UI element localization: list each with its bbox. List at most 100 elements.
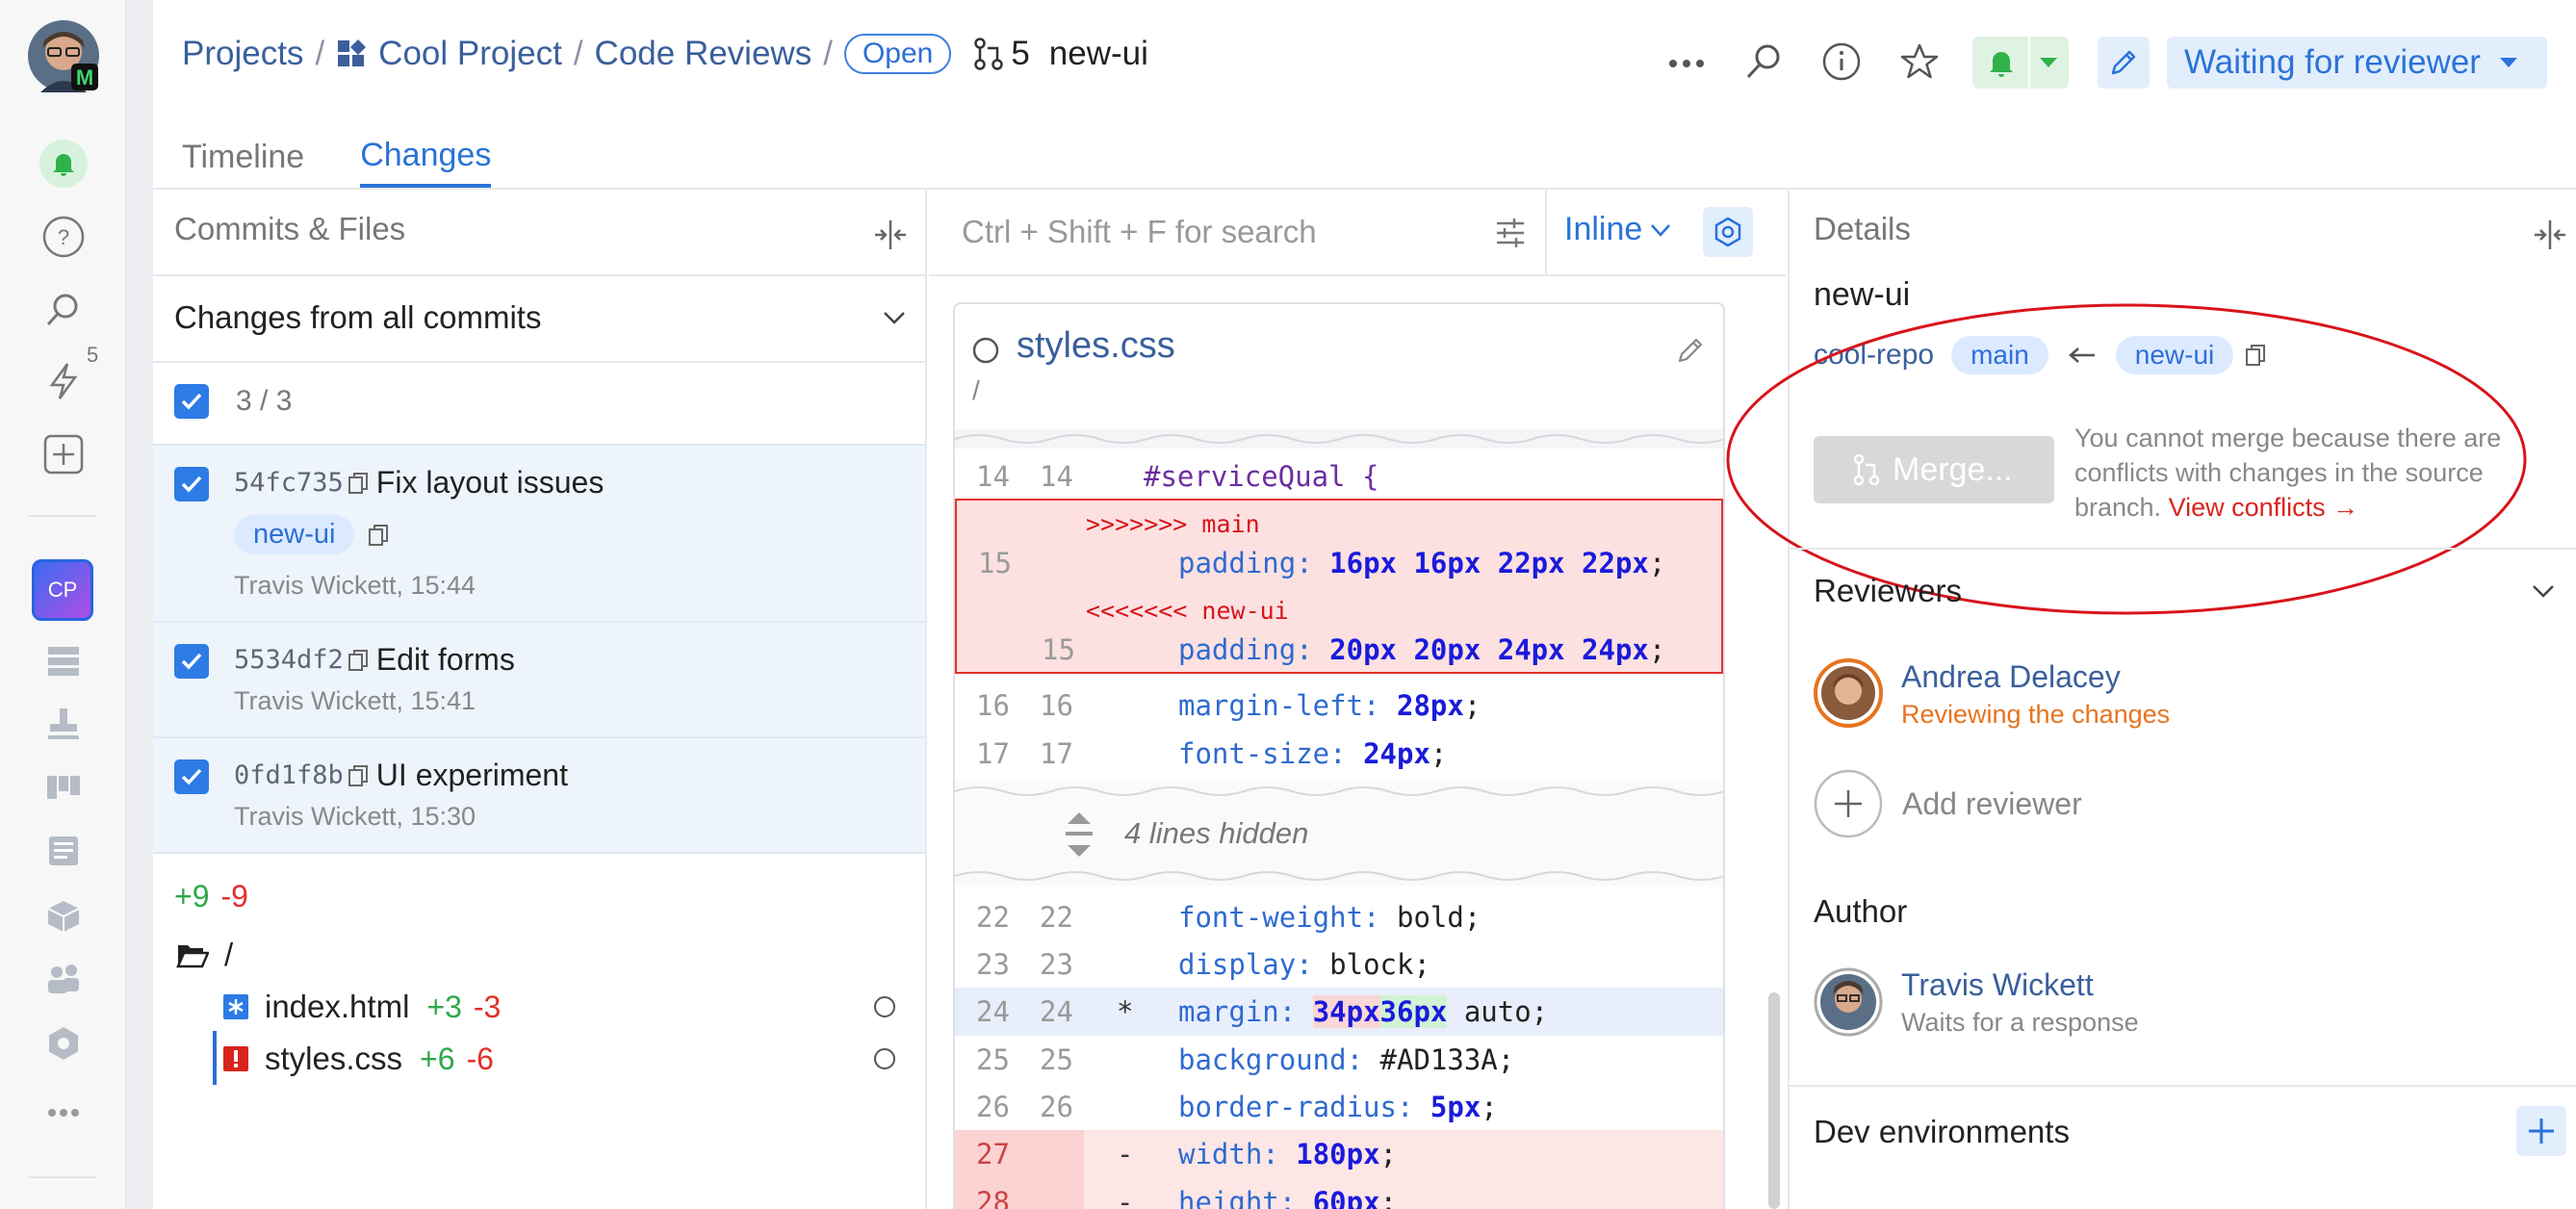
- author-avatar[interactable]: [1814, 967, 1883, 1037]
- select-all-row: 3 / 3: [174, 384, 292, 419]
- view-mode-select[interactable]: Inline: [1564, 211, 1671, 248]
- status-dropdown[interactable]: Waiting for reviewer: [2167, 37, 2547, 89]
- add-icon: [1814, 769, 1883, 838]
- source-branch-pill[interactable]: new-ui: [2115, 336, 2234, 374]
- team-icon[interactable]: [35, 951, 92, 1009]
- diff-line: 23 23 display: block;: [976, 948, 1430, 981]
- commits-files-panel: Commits & Files Changes from all commits…: [153, 190, 927, 1209]
- chevron-down-icon: [1651, 223, 1671, 237]
- commit-checkbox[interactable]: [174, 644, 209, 679]
- hidden-lines-row[interactable]: 4 lines hidden: [955, 782, 1723, 886]
- info-icon[interactable]: [1820, 40, 1863, 83]
- commit-row[interactable]: 5534df2 Edit forms Travis Wickett, 15:41: [153, 621, 925, 736]
- view-conflicts-link[interactable]: View conflicts →: [2168, 493, 2359, 522]
- copy-icon[interactable]: [348, 649, 369, 672]
- more-actions-icon[interactable]: [1665, 46, 1708, 81]
- board-icon[interactable]: [35, 759, 92, 816]
- tab-changes[interactable]: Changes: [360, 137, 492, 188]
- file-added: +3: [426, 989, 462, 1024]
- copy-icon[interactable]: [2245, 344, 2266, 367]
- diff-settings-button[interactable]: [1703, 207, 1753, 257]
- search-icon[interactable]: [35, 281, 92, 339]
- chevron-down-icon: [2533, 585, 2554, 598]
- diff-scrollbar[interactable]: [1768, 992, 1780, 1209]
- branch-row: cool-repo main new-ui: [1814, 336, 2266, 374]
- commit-checkbox[interactable]: [174, 759, 209, 794]
- commit-title: Fix layout issues: [375, 465, 605, 500]
- notification-toggle[interactable]: [1972, 37, 2069, 89]
- file-review-status-icon[interactable]: [972, 337, 999, 364]
- bell-icon: [1990, 52, 2013, 77]
- file-row[interactable]: index.html +3 -3: [222, 989, 896, 1025]
- copy-icon[interactable]: [368, 524, 389, 547]
- hidden-lines-label: 4 lines hidden: [1124, 816, 1309, 850]
- folder-row[interactable]: /: [176, 937, 233, 973]
- filter-settings-icon[interactable]: [1495, 217, 1526, 249]
- conflict-block[interactable]: >>>>>>> main 15 padding: 16px 16px 22px …: [955, 499, 1723, 674]
- breadcrumb-project[interactable]: Cool Project: [378, 35, 562, 72]
- expand-icon[interactable]: [1063, 810, 1095, 859]
- breadcrumb-projects[interactable]: Projects: [182, 35, 304, 72]
- add-dev-environment-button[interactable]: [2516, 1106, 2566, 1156]
- collapse-panel-icon[interactable]: [871, 219, 910, 251]
- branch-pill[interactable]: new-ui: [234, 515, 355, 554]
- breadcrumb: Projects / Cool Project / Code Reviews /…: [182, 34, 1148, 74]
- project-initials: CP: [32, 559, 93, 621]
- star-icon[interactable]: [1898, 40, 1941, 83]
- target-branch-pill[interactable]: main: [1951, 336, 2048, 374]
- reviewer-avatar[interactable]: [1814, 658, 1883, 728]
- file-name-heading[interactable]: styles.css: [1017, 325, 1175, 366]
- author-name[interactable]: Travis Wickett: [1901, 967, 2094, 1002]
- dev-environments-title: Dev environments: [1814, 1114, 2070, 1149]
- tab-timeline[interactable]: Timeline: [182, 138, 305, 175]
- select-all-checkbox[interactable]: [174, 384, 209, 419]
- commit-row[interactable]: 0fd1f8b UI experiment Travis Wickett, 15…: [153, 736, 925, 854]
- breadcrumb-code-reviews[interactable]: Code Reviews: [594, 35, 812, 72]
- packages-icon[interactable]: [35, 887, 92, 945]
- search-icon[interactable]: [1742, 40, 1785, 83]
- diff-search-input[interactable]: Ctrl + Shift + F for search: [962, 214, 1317, 249]
- project-avatar[interactable]: CP: [31, 558, 94, 622]
- edit-file-icon[interactable]: [1675, 335, 1706, 366]
- commit-row[interactable]: 54fc735 Fix layout issues new-ui Travis …: [153, 444, 925, 621]
- selected-file-indicator: [213, 1031, 217, 1085]
- arrow-left-icon: [2068, 347, 2095, 363]
- commit-title: Edit forms: [375, 642, 515, 677]
- merge-request-icon: [974, 38, 1004, 70]
- file-name: index.html: [265, 989, 410, 1024]
- add-reviewer-button[interactable]: Add reviewer: [1814, 769, 2082, 838]
- plus-icon: [2529, 1119, 2554, 1144]
- more-icon[interactable]: [35, 1084, 92, 1142]
- file-name: styles.css: [265, 1041, 403, 1076]
- author-title: Author: [1814, 893, 1908, 929]
- reviewer-name[interactable]: Andrea Delacey: [1901, 659, 2121, 694]
- user-avatar[interactable]: M: [27, 19, 100, 92]
- file-row[interactable]: styles.css +6 -6: [222, 1041, 896, 1077]
- add-icon[interactable]: [35, 425, 92, 483]
- hunk-separator: [955, 429, 1723, 449]
- changes-scope-select[interactable]: Changes from all commits: [174, 294, 906, 342]
- copy-icon[interactable]: [348, 472, 369, 495]
- collapse-panel-icon[interactable]: [2531, 219, 2569, 251]
- copy-icon[interactable]: [348, 764, 369, 787]
- commit-hash: 5534df2: [234, 645, 344, 675]
- commit-hash: 0fd1f8b: [234, 760, 344, 790]
- storage-icon[interactable]: [35, 631, 92, 689]
- edit-button[interactable]: [2098, 37, 2150, 89]
- file-diff-card: styles.css / 14 14 #serviceQual { >>>>>>…: [953, 302, 1725, 1209]
- diff-line: 26 26 border-radius: 5px;: [976, 1091, 1498, 1123]
- help-icon[interactable]: ?: [35, 208, 92, 266]
- view-mode-label: Inline: [1564, 211, 1643, 247]
- documents-icon[interactable]: [35, 822, 92, 880]
- merge-request-number: 5: [972, 35, 1030, 73]
- review-status-icon[interactable]: [873, 995, 896, 1018]
- reviewers-header[interactable]: Reviewers: [1814, 573, 2555, 609]
- merge-button[interactable]: Merge...: [1814, 436, 2054, 503]
- lightning-icon[interactable]: [35, 352, 92, 410]
- commit-checkbox[interactable]: [174, 467, 209, 502]
- notifications-icon[interactable]: [35, 135, 92, 193]
- settings-icon[interactable]: [35, 1015, 92, 1072]
- stamp-icon[interactable]: [35, 695, 92, 753]
- review-status-icon[interactable]: [873, 1047, 896, 1070]
- commit-hash: 54fc735: [234, 468, 344, 498]
